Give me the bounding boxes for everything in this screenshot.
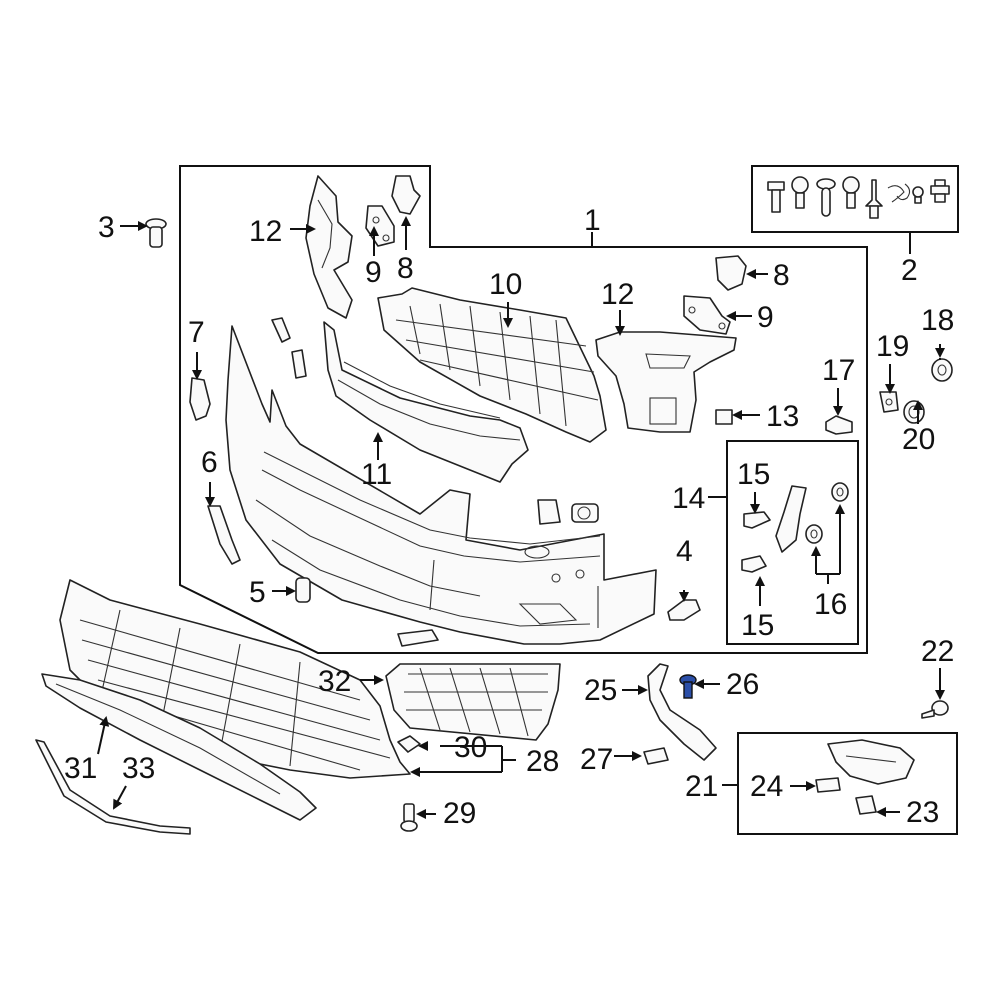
part-19-nut	[879, 391, 899, 413]
part-18-grommet	[931, 358, 953, 382]
part-24-pad	[815, 777, 841, 793]
part-14-bracket	[775, 485, 807, 553]
callout-labels: 1 2 3 4 5 6 7 8 8 9 9 10 11 12 12 13 14 …	[64, 204, 954, 830]
part-28-ribs	[79, 609, 391, 771]
part-9-small-bracket-left	[365, 205, 395, 247]
leader-lines	[97, 216, 940, 819]
part-10-grille-frame	[377, 287, 607, 443]
bracket-box-21	[737, 732, 958, 835]
callout-4: 4	[676, 535, 693, 568]
part-1-bumper-cover	[225, 325, 657, 645]
part-15-clip-upper	[743, 511, 771, 529]
callout-32: 32	[318, 665, 351, 698]
callout-18: 18	[921, 304, 954, 337]
part-20-spacer	[903, 400, 925, 424]
callout-15-lower: 15	[741, 609, 774, 642]
part-16-nut-upper	[831, 482, 849, 502]
part-5-clip	[295, 577, 311, 603]
part-10-grille-bars	[395, 303, 599, 427]
part-22-bolt	[921, 700, 949, 719]
part-23-clip	[855, 795, 877, 815]
sensor-bracket-a	[537, 499, 561, 525]
callout-22: 22	[921, 635, 954, 668]
callout-24: 24	[750, 770, 783, 803]
callout-28: 28	[526, 745, 559, 778]
part-3-rivet	[145, 218, 167, 248]
part-6-side-guide	[207, 505, 241, 565]
callout-13: 13	[766, 400, 799, 433]
callout-26: 26	[726, 668, 759, 701]
hardware-box-2	[751, 165, 959, 233]
part-33-trim-strip	[35, 739, 191, 835]
sensor-holder	[571, 503, 599, 523]
part-9-bracket-right	[683, 295, 731, 335]
part-31-air-deflector	[41, 673, 317, 821]
part-1-lower-lip	[397, 629, 439, 647]
part-11-lower-bracket	[323, 321, 529, 483]
part-15-clip-lower	[741, 555, 767, 573]
part-25-side-trim	[647, 663, 717, 761]
callout-14: 14	[672, 482, 705, 515]
part-17-pin	[825, 415, 853, 435]
callout-23: 23	[906, 796, 939, 829]
hardware-kit	[767, 176, 950, 219]
callout-33: 33	[122, 752, 155, 785]
part-8-clip-right	[715, 255, 747, 291]
callout-12-left: 12	[249, 215, 282, 248]
callout-16: 16	[814, 588, 847, 621]
callout-30: 30	[454, 731, 487, 764]
callout-29: 29	[443, 797, 476, 830]
part-12-left-bracket	[305, 175, 353, 319]
callout-27: 27	[580, 743, 613, 776]
part-27-pad	[643, 747, 669, 765]
callout-7: 7	[188, 316, 205, 349]
callout-12-right: 12	[601, 278, 634, 311]
callout-1: 1	[584, 204, 601, 237]
part-32-lower-grille	[385, 663, 561, 741]
callout-17: 17	[822, 354, 855, 387]
callout-25: 25	[584, 674, 617, 707]
callout-9-left: 9	[365, 256, 382, 289]
upper-clip-a	[271, 317, 291, 343]
part-26-bolt-highlighted	[679, 674, 697, 699]
callout-10: 10	[489, 268, 522, 301]
callout-15-upper: 15	[737, 458, 770, 491]
callout-31: 31	[64, 752, 97, 785]
part-4-bracket	[667, 599, 701, 621]
part-16-nut-lower	[805, 524, 823, 544]
part-12-right-absorber	[595, 331, 737, 433]
callout-8-left: 8	[397, 252, 414, 285]
callout-6: 6	[201, 446, 218, 479]
callout-11: 11	[361, 458, 392, 491]
main-assembly-frame	[179, 165, 868, 654]
callout-3: 3	[98, 211, 115, 244]
upper-clip-b	[291, 349, 307, 379]
bracket-box-14	[726, 440, 859, 645]
part-21-bracket	[827, 739, 915, 785]
callout-2: 2	[901, 254, 918, 287]
part-13-clip	[715, 409, 733, 425]
callout-5: 5	[249, 576, 266, 609]
part-7-side-bracket	[189, 377, 211, 421]
part-8-clip-left	[391, 175, 421, 215]
part-30-clip-nut	[397, 735, 421, 753]
callout-20: 20	[902, 423, 935, 456]
callout-19: 19	[876, 330, 909, 363]
part-29-bolt	[400, 803, 418, 832]
callout-8-right: 8	[773, 259, 790, 292]
callout-21: 21	[685, 770, 718, 803]
callout-9-right: 9	[757, 301, 774, 334]
